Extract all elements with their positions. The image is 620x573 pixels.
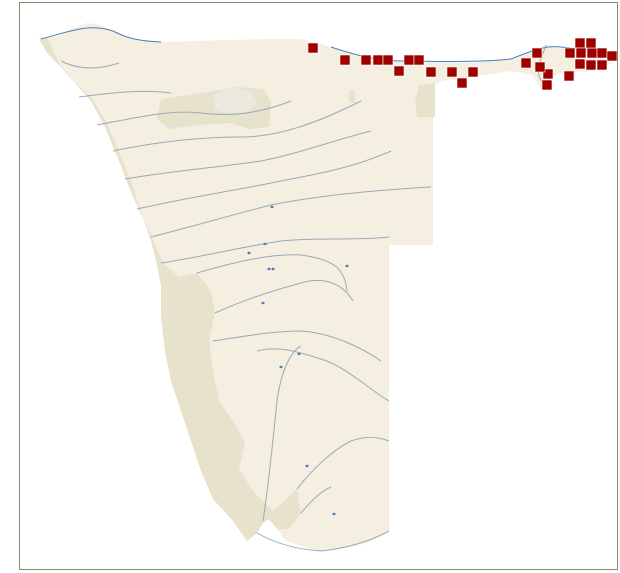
occurrence-marker bbox=[596, 47, 608, 59]
occurrence-markers bbox=[307, 37, 617, 91]
lake-8 bbox=[279, 365, 283, 369]
etosha-pan bbox=[213, 87, 257, 115]
lake-11 bbox=[261, 301, 265, 305]
occurrence-marker bbox=[534, 61, 546, 73]
occurrence-marker bbox=[575, 47, 587, 59]
small-relief bbox=[349, 91, 355, 103]
lake-5 bbox=[271, 267, 275, 271]
lake-2 bbox=[247, 251, 251, 255]
lake-1 bbox=[270, 205, 274, 209]
occurrence-marker bbox=[413, 54, 425, 66]
map-frame bbox=[19, 2, 618, 570]
occurrence-marker bbox=[382, 54, 394, 66]
occurrence-marker bbox=[372, 54, 384, 66]
occurrence-marker bbox=[520, 57, 532, 69]
water-bodies bbox=[247, 205, 349, 516]
occurrence-marker bbox=[446, 66, 458, 78]
land-area bbox=[39, 23, 613, 551]
occurrence-marker bbox=[456, 77, 468, 89]
occurrence-marker bbox=[467, 66, 479, 78]
occurrence-marker bbox=[574, 58, 586, 70]
lake-3 bbox=[263, 242, 267, 246]
eastern-relief bbox=[415, 83, 435, 117]
occurrence-marker bbox=[339, 54, 351, 66]
occurrence-marker bbox=[531, 47, 543, 59]
rivers bbox=[40, 27, 614, 552]
occurrence-marker bbox=[585, 59, 597, 71]
lake-10 bbox=[332, 512, 336, 516]
occurrence-marker bbox=[585, 37, 597, 49]
occurrence-marker bbox=[541, 79, 553, 91]
occurrence-marker bbox=[425, 66, 437, 78]
occurrence-marker bbox=[564, 47, 576, 59]
lake-6 bbox=[345, 264, 349, 268]
coastal-dunes bbox=[39, 37, 301, 541]
occurrence-marker bbox=[574, 37, 586, 49]
occurrence-marker bbox=[307, 42, 319, 54]
lake-7 bbox=[297, 352, 301, 356]
occurrence-marker bbox=[596, 59, 608, 71]
occurrence-marker bbox=[393, 65, 405, 77]
occurrence-marker bbox=[360, 54, 372, 66]
occurrence-marker bbox=[403, 54, 415, 66]
lake-9 bbox=[305, 464, 309, 468]
occurrence-marker bbox=[563, 70, 575, 82]
lake-4 bbox=[267, 267, 271, 271]
occurrence-marker bbox=[606, 50, 617, 62]
distribution-map[interactable] bbox=[20, 3, 618, 570]
occurrence-marker bbox=[586, 47, 598, 59]
occurrence-marker bbox=[542, 68, 554, 80]
